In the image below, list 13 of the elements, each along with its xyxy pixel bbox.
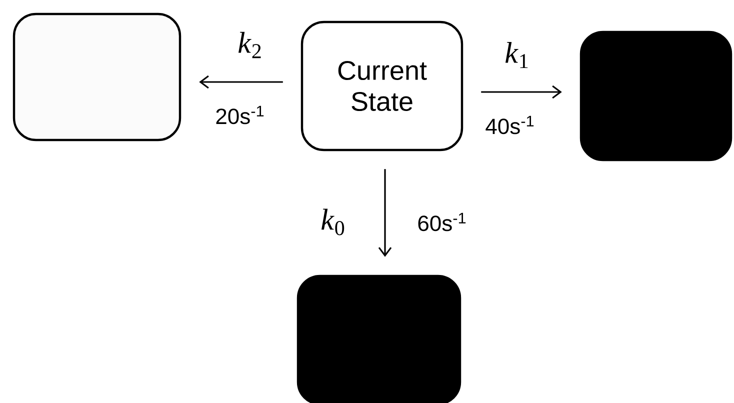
arrow (199, 75, 283, 89)
rate-constant-label: k$_{1}$ (505, 42, 528, 68)
rate-constant-label: k$_{0}$ (322, 208, 344, 236)
state-box (580, 30, 732, 162)
arrow (378, 169, 392, 257)
state-box (296, 274, 462, 403)
state-box (12, 12, 182, 142)
rate-label: 20s$^{-1}$ (216, 106, 264, 124)
rate-label: 60s$^{-1}$ (418, 212, 466, 232)
arrow (481, 85, 562, 99)
state-box: Current State (300, 20, 464, 152)
rate-label: 40s$^{-1}$ (486, 116, 534, 134)
rate-constant-label: k$_{2}$ (238, 32, 261, 58)
